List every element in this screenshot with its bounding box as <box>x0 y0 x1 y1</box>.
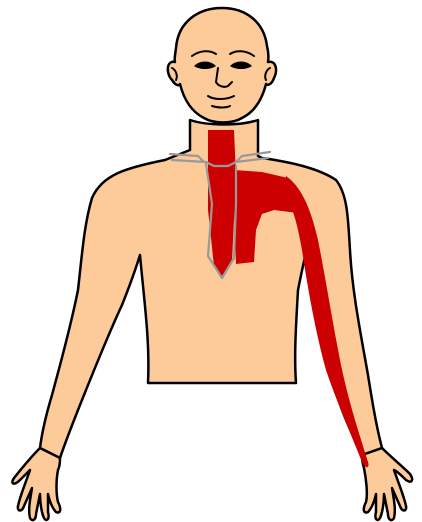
head <box>168 8 276 123</box>
left-hand <box>362 448 412 520</box>
right-hand <box>12 448 60 520</box>
